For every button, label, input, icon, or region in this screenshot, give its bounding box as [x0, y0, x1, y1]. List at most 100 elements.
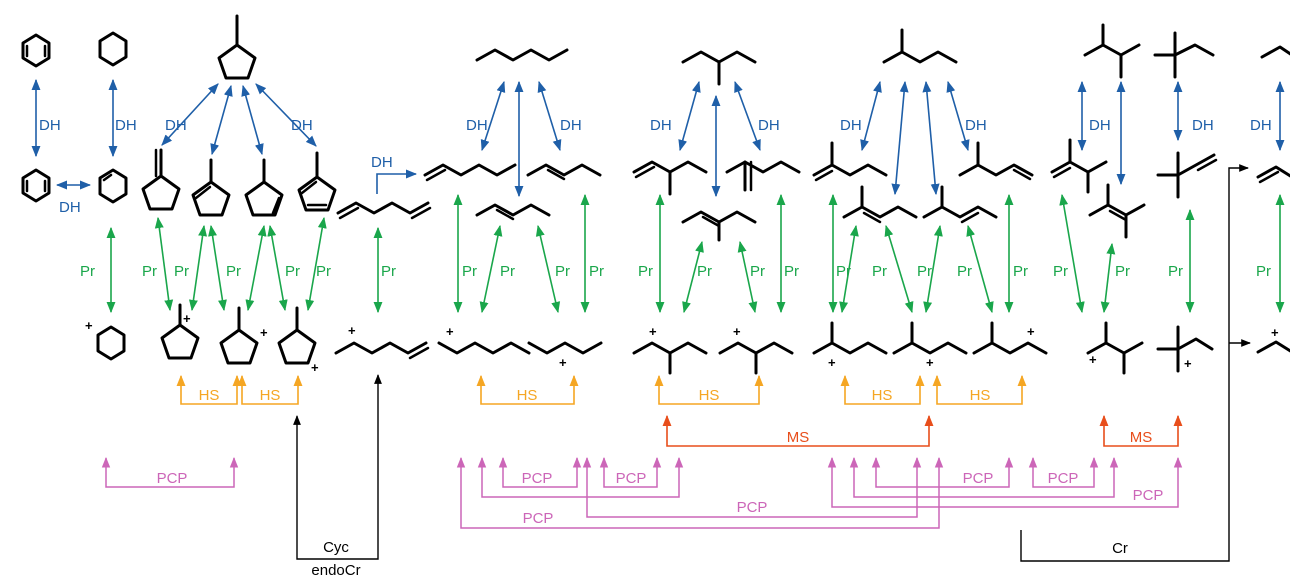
hexyl-cation-2-molecule — [437, 341, 531, 355]
protonation-arrows — [106, 193, 1285, 314]
n-hexane-molecule — [475, 48, 569, 62]
methylcyclopentyl-cation-2-molecule — [219, 306, 259, 365]
4-methylpentene-2-molecule — [922, 185, 998, 224]
cyclohexene-molecule — [98, 168, 128, 204]
pcp-label: PCP — [157, 470, 188, 487]
hexene-3-molecule — [475, 203, 551, 221]
methylcyclopentene-3-molecule — [244, 158, 284, 217]
charge-label: + — [311, 360, 319, 375]
cation-charges: + + + + + + + + + + + + + + + — [85, 311, 1279, 375]
methylcyclopentane-molecule — [217, 14, 257, 80]
3-methylpentene-2-molecule — [681, 210, 757, 242]
dh-label: DH — [840, 117, 862, 134]
hydride-shift-brackets — [176, 374, 1027, 405]
ms-label: MS — [1130, 429, 1153, 446]
benzene-molecule — [21, 33, 51, 68]
pr-label: Pr — [1053, 263, 1068, 280]
charge-label: + — [926, 355, 934, 370]
pr-label: Pr — [174, 263, 189, 280]
charge-label: + — [828, 355, 836, 370]
2-2-dimethylbutyl-cation-molecule — [1156, 325, 1214, 373]
2-methylpentyl-cation-1-molecule — [812, 321, 888, 355]
charge-label: + — [1271, 325, 1279, 340]
hexene-2-molecule — [526, 163, 602, 181]
3-3-dimethylbutene-1-molecule — [1156, 151, 1218, 199]
3-methylpentyl-cation-2-molecule — [718, 341, 794, 375]
methylcyclopentyl-cation-3-molecule — [277, 306, 317, 365]
charge-label: + — [733, 324, 741, 339]
protonation-labels: Pr Pr Pr Pr Pr Pr Pr Pr Pr Pr Pr Pr Pr P… — [80, 263, 1271, 280]
dh-label: DH — [466, 117, 488, 134]
pcp-label: PCP — [616, 470, 647, 487]
hexyl-cation-3-molecule — [527, 341, 603, 355]
hs-label: HS — [517, 387, 538, 404]
pr-label: Pr — [500, 263, 515, 280]
charge-label: + — [446, 324, 454, 339]
pr-label: Pr — [226, 263, 241, 280]
pr-label: Pr — [80, 263, 95, 280]
cr-label: Cr — [1112, 540, 1128, 557]
hs-label: HS — [970, 387, 991, 404]
methylcyclopentene-1-molecule — [191, 158, 231, 217]
2-methylpentane-molecule — [882, 28, 958, 64]
pr-label: Pr — [872, 263, 887, 280]
hexadiene-molecule — [336, 201, 432, 220]
dh-label: DH — [650, 117, 672, 134]
cyclohexane-molecule — [98, 31, 128, 67]
2-methylpentyl-cation-2-molecule — [892, 321, 968, 355]
dh-label: DH — [59, 199, 81, 216]
pr-label: Pr — [316, 263, 331, 280]
2-3-dimethylbutene-2-molecule — [1088, 183, 1146, 239]
pr-label: Pr — [638, 263, 653, 280]
dh-label: DH — [165, 117, 187, 134]
dh-label: DH — [291, 117, 313, 134]
charge-label: + — [1027, 324, 1035, 339]
pcp-labels: PCP PCP PCP PCP PCP PCP PCP PCP — [157, 470, 1164, 527]
pr-label: Pr — [917, 263, 932, 280]
pcp-label: PCP — [523, 510, 554, 527]
dh-label: DH — [115, 117, 137, 134]
pr-label: Pr — [1013, 263, 1028, 280]
methylcyclopentadiene-molecule — [297, 151, 337, 212]
pr-label: Pr — [589, 263, 604, 280]
2-methylpentyl-cation-3-molecule — [972, 321, 1048, 355]
2-ethylbutene-molecule — [725, 160, 801, 192]
pr-label: Pr — [1168, 263, 1183, 280]
methylenecyclopentane-molecule — [141, 148, 181, 211]
2-methylpentene-2-molecule — [842, 185, 918, 224]
charge-label: + — [348, 323, 356, 338]
2-2-dimethylbutane-molecule — [1153, 31, 1215, 79]
3-methylpentene-1-molecule — [632, 160, 708, 196]
endocr-label: endoCr — [311, 562, 360, 577]
dehydrogenation-labels: DH DH DH DH DH DH DH DH DH DH DH DH DH D… — [39, 117, 1272, 216]
hs-label: HS — [699, 387, 720, 404]
pcp-label: PCP — [522, 470, 553, 487]
charge-label: + — [1184, 356, 1192, 371]
dh-label: DH — [560, 117, 582, 134]
dh-label: DH — [1192, 117, 1214, 134]
pr-label: Pr — [555, 263, 570, 280]
dh-label: DH — [758, 117, 780, 134]
partial-molecule-middle — [1256, 165, 1290, 184]
cracking-connectors — [293, 164, 1251, 562]
dh-label: DH — [1089, 117, 1111, 134]
hs-label: HS — [872, 387, 893, 404]
molecule-structures — [21, 14, 1290, 375]
charge-label: + — [260, 325, 268, 340]
cyclohexyl-cation-molecule — [96, 325, 126, 361]
pr-label: Pr — [957, 263, 972, 280]
2-3-dimethylbutene-1-molecule — [1050, 138, 1108, 194]
charge-label: + — [1089, 352, 1097, 367]
partial-molecule-bottom — [1256, 340, 1290, 354]
pr-label: Pr — [1256, 263, 1271, 280]
2-methylpentene-1-molecule — [812, 141, 888, 182]
2-3-dimethylbutane-molecule — [1083, 23, 1141, 79]
dh-label: DH — [371, 154, 393, 171]
dh-label: DH — [39, 117, 61, 134]
pcp-label: PCP — [1133, 487, 1164, 504]
methylcyclopentyl-cation-1-molecule — [160, 303, 200, 360]
charge-label: + — [559, 355, 567, 370]
3-methylpentyl-cation-1-molecule — [632, 341, 708, 375]
4-methylpentene-1-molecule — [958, 141, 1034, 181]
